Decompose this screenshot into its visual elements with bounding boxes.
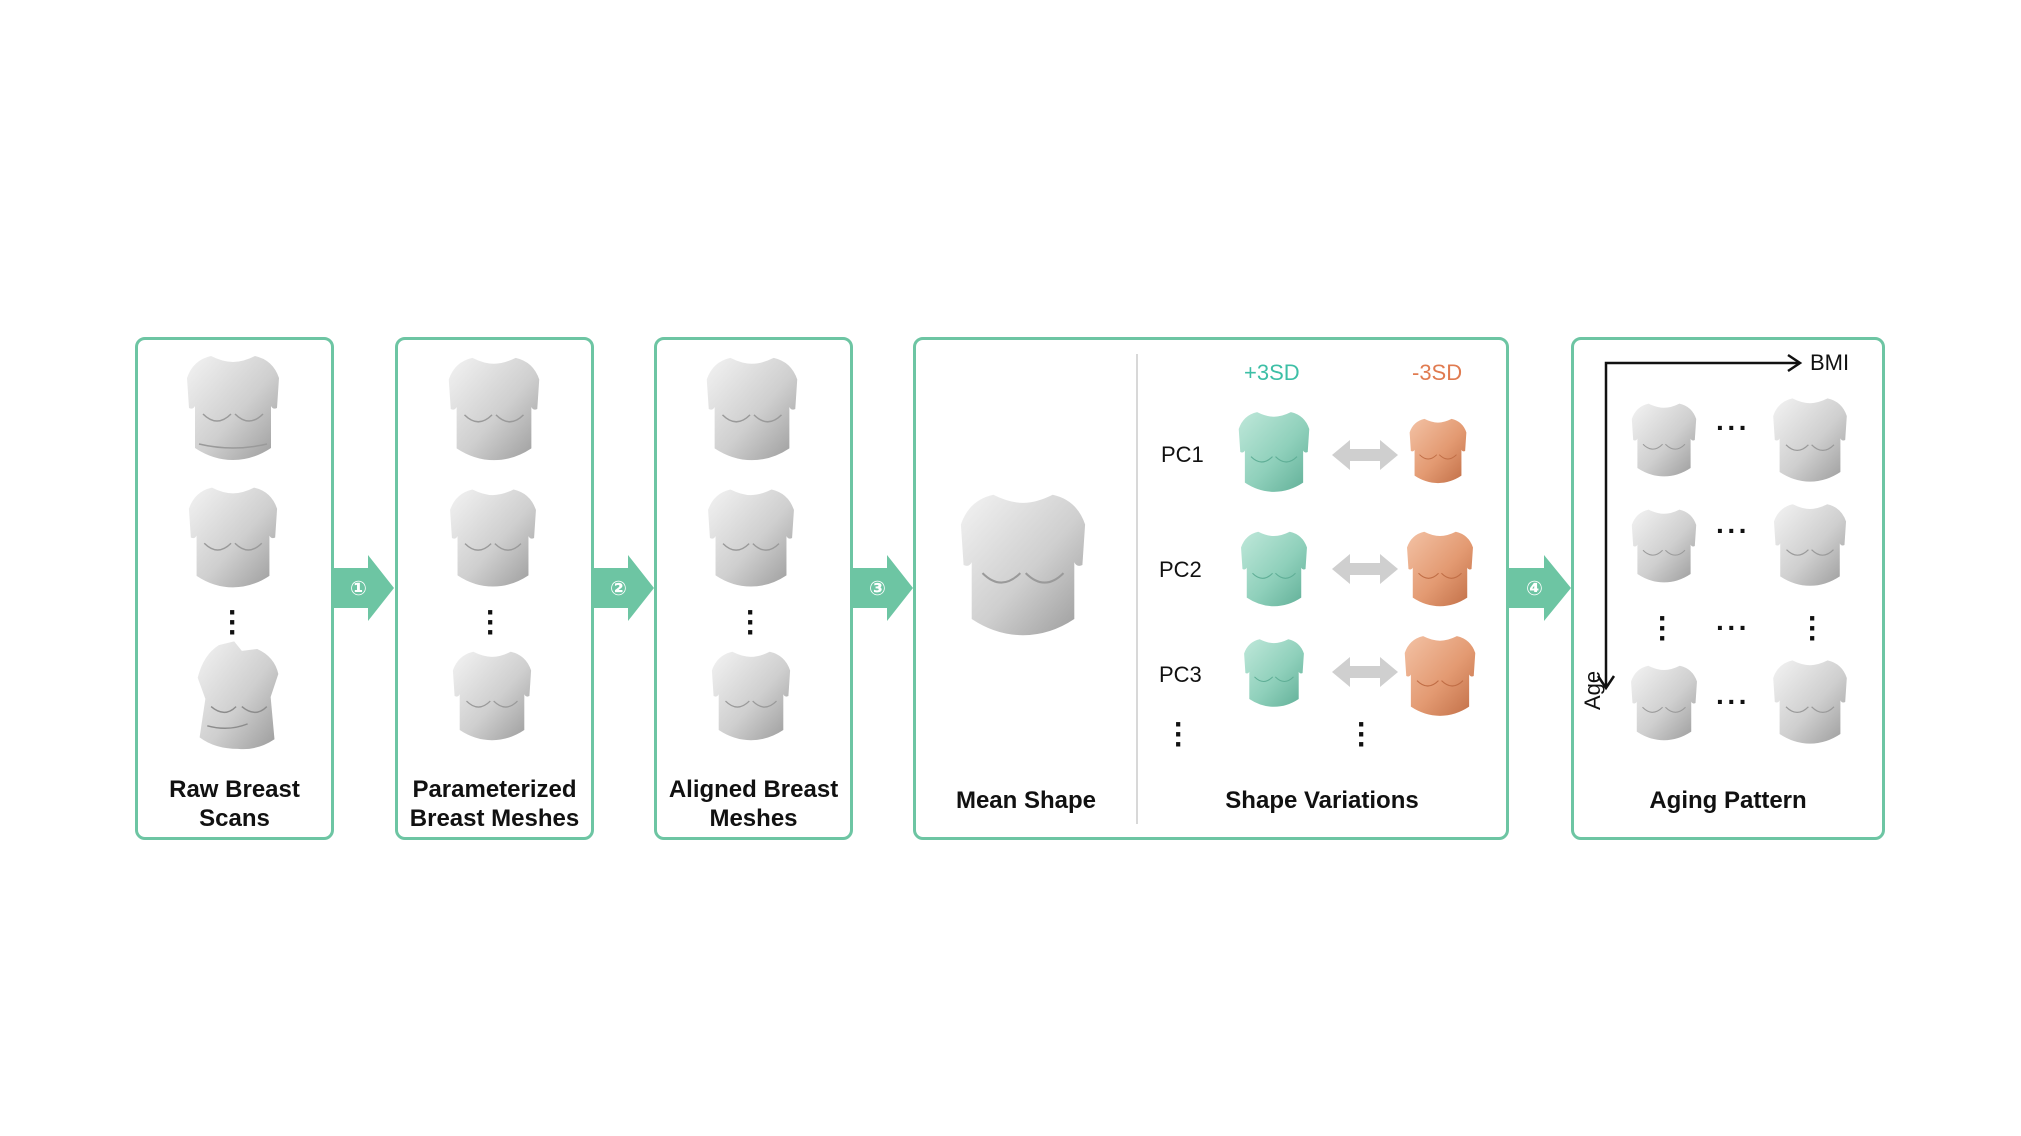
raw-scan-mesh-1 bbox=[187, 356, 279, 460]
minus-3sd-label: -3SD bbox=[1412, 360, 1463, 385]
aging-row4-ellipsis: ··· bbox=[1716, 686, 1750, 717]
age-axis-label: Age bbox=[1580, 670, 1605, 710]
pc3-double-arrow bbox=[1332, 657, 1398, 687]
aging-row3-ellipsis: ··· bbox=[1716, 612, 1750, 643]
caption-mean-shape: Mean Shape bbox=[955, 787, 1097, 814]
pc1-plus-mesh bbox=[1238, 412, 1310, 492]
aligned-more-ellipsis: ··· bbox=[746, 596, 756, 649]
aging-mesh-r2-c1 bbox=[1631, 509, 1697, 583]
variation-more-ellipsis: ··· bbox=[1357, 708, 1367, 761]
pc-more-ellipsis: ··· bbox=[1174, 708, 1184, 761]
pc3-label: PC3 bbox=[1159, 662, 1202, 687]
plus-3sd-label: +3SD bbox=[1244, 360, 1300, 385]
param-mesh-3 bbox=[452, 651, 532, 741]
aging-mesh-r2-c2 bbox=[1773, 504, 1847, 586]
pc2-minus-mesh bbox=[1407, 531, 1473, 607]
caption-aging-pattern: Aging Pattern bbox=[1649, 787, 1807, 814]
caption-aligned-meshes: Aligned Breast Meshes bbox=[668, 776, 839, 832]
step-label-3: ③ bbox=[869, 578, 886, 600]
step-arrow-3 bbox=[851, 555, 913, 621]
pc-double-arrows bbox=[1332, 440, 1398, 687]
pc2-plus-mesh bbox=[1241, 531, 1307, 607]
caption-parameterized-meshes: Parameterized Breast Meshes bbox=[409, 776, 580, 832]
pc1-label: PC1 bbox=[1161, 442, 1204, 467]
caption-raw-scans: Raw Breast Scans bbox=[169, 776, 300, 832]
raw-scan-mesh-2 bbox=[188, 487, 278, 588]
age-axis-arrow bbox=[1596, 675, 1616, 691]
pc1-double-arrow bbox=[1332, 440, 1398, 470]
aging-right-ellipsis: ··· bbox=[1808, 602, 1818, 655]
param-mesh-1 bbox=[448, 357, 540, 461]
raw-scan-mesh-3 bbox=[197, 641, 279, 750]
step-arrow-1 bbox=[332, 555, 394, 621]
pc1-minus-mesh bbox=[1409, 418, 1467, 484]
mean-shape-mesh bbox=[960, 494, 1086, 636]
pc3-minus-mesh bbox=[1404, 636, 1476, 716]
step-label-1: ① bbox=[350, 578, 367, 600]
panel-divider bbox=[1136, 354, 1138, 824]
aging-mesh-r1-c2 bbox=[1773, 398, 1847, 482]
raw-more-ellipsis: ··· bbox=[228, 596, 238, 649]
bmi-axis-label: BMI bbox=[1810, 350, 1850, 375]
bmi-axis-arrow bbox=[1604, 361, 1798, 688]
step-arrow-4 bbox=[1507, 555, 1571, 621]
aging-row1-ellipsis: ··· bbox=[1716, 412, 1750, 443]
step-arrow-2 bbox=[592, 555, 654, 621]
aging-mesh-r3-c2 bbox=[1773, 660, 1847, 744]
param-more-ellipsis: ··· bbox=[486, 596, 496, 649]
aging-axes bbox=[1596, 353, 1803, 691]
step-label-2: ② bbox=[610, 578, 627, 600]
pc2-double-arrow bbox=[1332, 554, 1398, 584]
aging-mesh-r3-c1 bbox=[1631, 665, 1697, 741]
aligned-mesh-2 bbox=[708, 489, 794, 587]
aligned-mesh-3 bbox=[711, 651, 791, 741]
aging-mesh-r1-c1 bbox=[1631, 403, 1697, 477]
aligned-mesh-1 bbox=[706, 357, 798, 461]
pc2-label: PC2 bbox=[1159, 557, 1202, 582]
aging-row2-ellipsis: ··· bbox=[1716, 515, 1750, 546]
caption-shape-variations: Shape Variations bbox=[1225, 787, 1419, 814]
pc3-plus-mesh bbox=[1244, 639, 1304, 707]
param-mesh-2 bbox=[450, 489, 536, 587]
step-label-4: ④ bbox=[1526, 578, 1543, 600]
aging-left-ellipsis: ··· bbox=[1658, 602, 1668, 655]
